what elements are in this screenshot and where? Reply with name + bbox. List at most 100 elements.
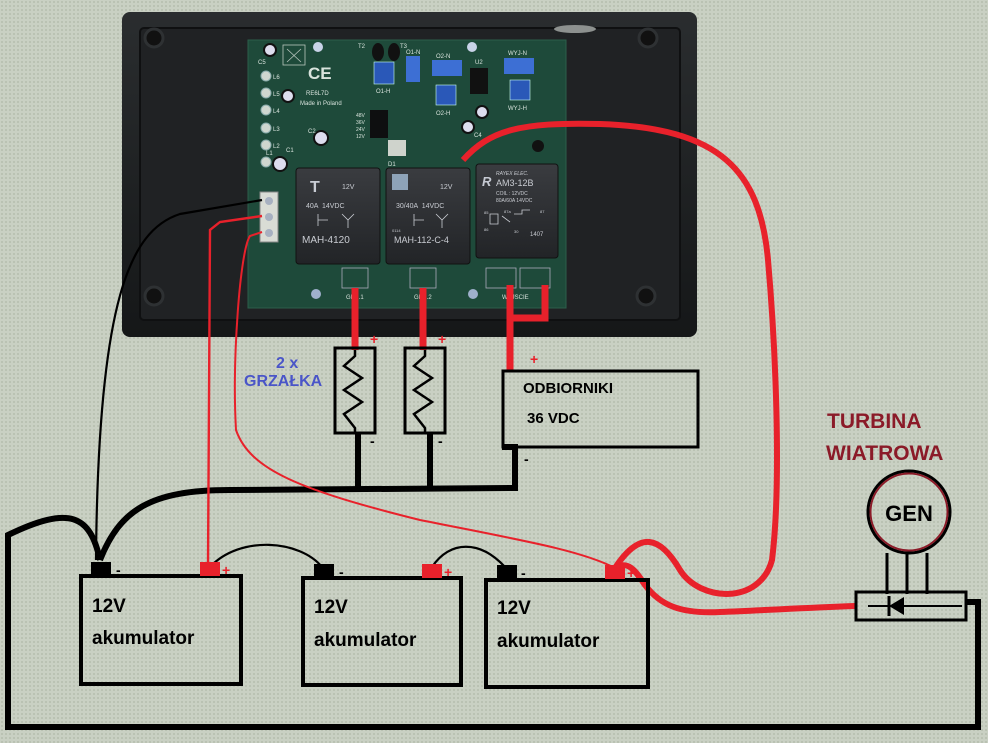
- rectifier-box: [854, 590, 968, 622]
- generator-circle: [866, 469, 952, 555]
- resistor-zigzag-icon: [411, 350, 435, 432]
- trimmer-pot-icon: [432, 60, 462, 76]
- relay-pin-label: 87: [540, 209, 545, 214]
- jumper-label: 36V: [356, 120, 366, 126]
- relay-rating: 80A/60A 14VDC: [496, 198, 533, 204]
- positive-wires: [206, 120, 856, 616]
- pcb-label: C1: [286, 148, 294, 154]
- led-label: L3: [273, 127, 280, 133]
- voltage-jumper-block: [370, 110, 388, 138]
- heater-box: [333, 346, 377, 435]
- pcb-origin: Made in Poland: [300, 101, 342, 107]
- load-name: ODBIORNIKI: [523, 380, 613, 397]
- relay-brand: RAYEX ELEC.: [496, 171, 528, 177]
- pcb-label: T3: [400, 44, 408, 50]
- ce-mark: CE: [308, 64, 332, 83]
- pcb-label: C2: [308, 129, 316, 135]
- rectifier: [854, 590, 968, 622]
- turbine-charge-wire: [613, 562, 856, 616]
- turbine-dump-wire: [460, 120, 780, 597]
- pcb-label: O2-N: [436, 54, 450, 60]
- heater-box: [403, 346, 447, 435]
- trimmer-pot-icon: [406, 56, 420, 82]
- led-column: C5 L6 L5 L4 L3 L2 L1: [258, 60, 280, 168]
- battery-minus-label: -: [521, 565, 526, 581]
- transistor-icon: [372, 43, 384, 61]
- pcb-label: T2: [358, 44, 366, 50]
- capacitor-icon: [272, 156, 288, 172]
- relay-model: MAH-112-C-4: [394, 235, 449, 245]
- led-icon: [260, 70, 272, 82]
- connector-label: WYJSCIE: [502, 295, 529, 301]
- battery-negative-terminal: [91, 562, 111, 576]
- load-box: ODBIORNIKI 36 VDC: [501, 369, 700, 449]
- ic-chip-icon: [470, 68, 488, 94]
- screw-icon: [467, 42, 477, 52]
- terminal-screw-icon: [265, 229, 273, 237]
- load-feed-wire: [506, 285, 549, 370]
- trimmer-pot-icon: [373, 61, 395, 85]
- battery-positive-terminal: [605, 565, 625, 579]
- relay-coil: COIL : 12VDC: [496, 191, 528, 197]
- battery-1: - + 12V akumulator: [79, 562, 243, 686]
- relay-code: 0114: [392, 228, 401, 233]
- trimmer-pot-icon: [504, 58, 534, 74]
- weee-bin-icon: [282, 44, 306, 66]
- battery-3: - + 12V akumulator: [484, 565, 650, 689]
- capacitor-icon: [475, 105, 489, 119]
- relay-pin-label: 30: [514, 229, 519, 234]
- r-logo-icon: R: [482, 174, 492, 189]
- relay-rating: 40A 14VDC: [306, 203, 345, 210]
- relay-pin-label: 85: [484, 210, 489, 215]
- led-label: L5: [273, 92, 280, 98]
- load-return-wire: [97, 444, 518, 562]
- heater1-minus-label: -: [370, 433, 375, 449]
- battery-voltage: 12V: [314, 597, 348, 618]
- relay-coil-voltage: 12V: [342, 184, 355, 191]
- led-label: L1: [266, 151, 273, 157]
- s-logo-icon: [392, 174, 408, 190]
- generator-label: GEN: [885, 501, 933, 526]
- battery-box: [484, 578, 650, 689]
- led-label: L2: [273, 144, 280, 150]
- led-icon: [260, 156, 272, 168]
- screw-hole-icon: [635, 285, 657, 307]
- pcb-label: WYJ-N: [508, 51, 527, 57]
- battery-voltage: 12V: [92, 596, 126, 617]
- sense-wire: [233, 231, 616, 569]
- screw-icon: [311, 289, 321, 299]
- relay-model: MAH-4120: [302, 235, 350, 246]
- battery-box: [301, 576, 463, 687]
- capacitor-icon: [281, 89, 295, 103]
- battery-negative-terminal: [314, 564, 334, 578]
- battery-plus-label: +: [222, 562, 230, 578]
- jumper-label: 24V: [356, 127, 366, 133]
- relay-coil-voltage: 12V: [440, 184, 453, 191]
- battery-voltage: 12V: [497, 598, 531, 619]
- battery-minus-label: -: [116, 562, 121, 578]
- relay-pin-label: 87a: [504, 209, 511, 214]
- transistor-icon: [532, 140, 544, 152]
- led-icon: [260, 139, 272, 151]
- output-connector-out-b: [519, 267, 551, 289]
- pcb-model: RE6L7D: [306, 91, 329, 97]
- load-voltage: 36 VDC: [527, 410, 580, 427]
- pcb-label: C5: [258, 60, 266, 66]
- relay-rating: 30/40A 14VDC: [396, 203, 444, 210]
- led-icon: [260, 104, 272, 116]
- capacitor-icon: [313, 130, 329, 146]
- capacitor-icon: [461, 120, 475, 134]
- trimmer-pot-icon: [435, 84, 457, 106]
- pcb-label: O1-N: [406, 50, 420, 56]
- heater2-minus-label: -: [438, 433, 443, 449]
- heater-1: [333, 346, 377, 435]
- pcb-label: U2: [475, 60, 483, 66]
- pcb-label: D1: [388, 162, 396, 168]
- turbine-label-line1: TURBINA: [827, 410, 922, 433]
- heater2-plus-label: +: [438, 331, 446, 347]
- battery-negative-terminal: [497, 565, 517, 579]
- resistor-zigzag-icon: [341, 350, 365, 432]
- battery-name: akumulator: [314, 630, 417, 651]
- terminal-screw-icon: [265, 197, 273, 205]
